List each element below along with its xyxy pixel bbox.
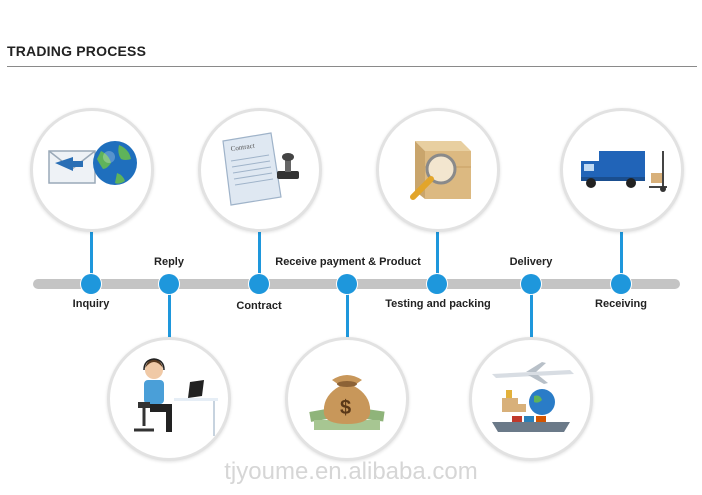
stem-reply — [168, 286, 171, 338]
page-title: TRADING PROCESS — [7, 43, 147, 59]
step-label-inquiry: Inquiry — [72, 298, 110, 310]
step-dot-payment — [337, 274, 357, 294]
title-divider — [7, 66, 697, 67]
stem-testing — [436, 230, 439, 282]
svg-text:$: $ — [340, 397, 351, 419]
step-label-payment: Receive payment & Product — [275, 256, 421, 268]
step-label-contract: Contract — [236, 300, 282, 312]
stem-payment — [346, 286, 349, 338]
step-dot-contract — [249, 274, 269, 294]
customer-service-icon — [134, 358, 218, 436]
watermark: tjyoume.en.alibaba.com — [224, 458, 478, 485]
logistics-icon — [492, 362, 574, 432]
contract-stamp-icon: Contract — [222, 132, 299, 206]
circle-delivery — [469, 337, 593, 461]
circle-contract: Contract — [198, 108, 322, 232]
delivery-truck-icon — [581, 151, 667, 192]
step-label-delivery: Delivery — [509, 256, 553, 268]
step-dot-inquiry — [81, 274, 101, 294]
magnifier-box-icon — [410, 141, 471, 200]
email-globe-icon — [48, 141, 137, 185]
stem-delivery — [530, 286, 533, 338]
circle-inquiry — [30, 108, 154, 232]
step-label-reply: Reply — [154, 256, 184, 268]
circle-testing — [376, 108, 500, 232]
stem-contract — [258, 230, 261, 282]
money-bag-icon: $ — [309, 375, 385, 430]
contract-heading: Contract — [230, 142, 255, 153]
circle-receiving — [560, 108, 684, 232]
step-label-testing: Testing and packing — [385, 298, 491, 310]
step-label-receiving: Receiving — [595, 298, 647, 310]
step-dot-delivery — [521, 274, 541, 294]
circle-payment: $ — [285, 337, 409, 461]
circle-reply — [107, 337, 231, 461]
step-dot-reply — [159, 274, 179, 294]
stem-receiving — [620, 230, 623, 282]
step-dot-receiving — [611, 274, 631, 294]
stem-inquiry — [90, 230, 93, 282]
step-dot-testing — [427, 274, 447, 294]
